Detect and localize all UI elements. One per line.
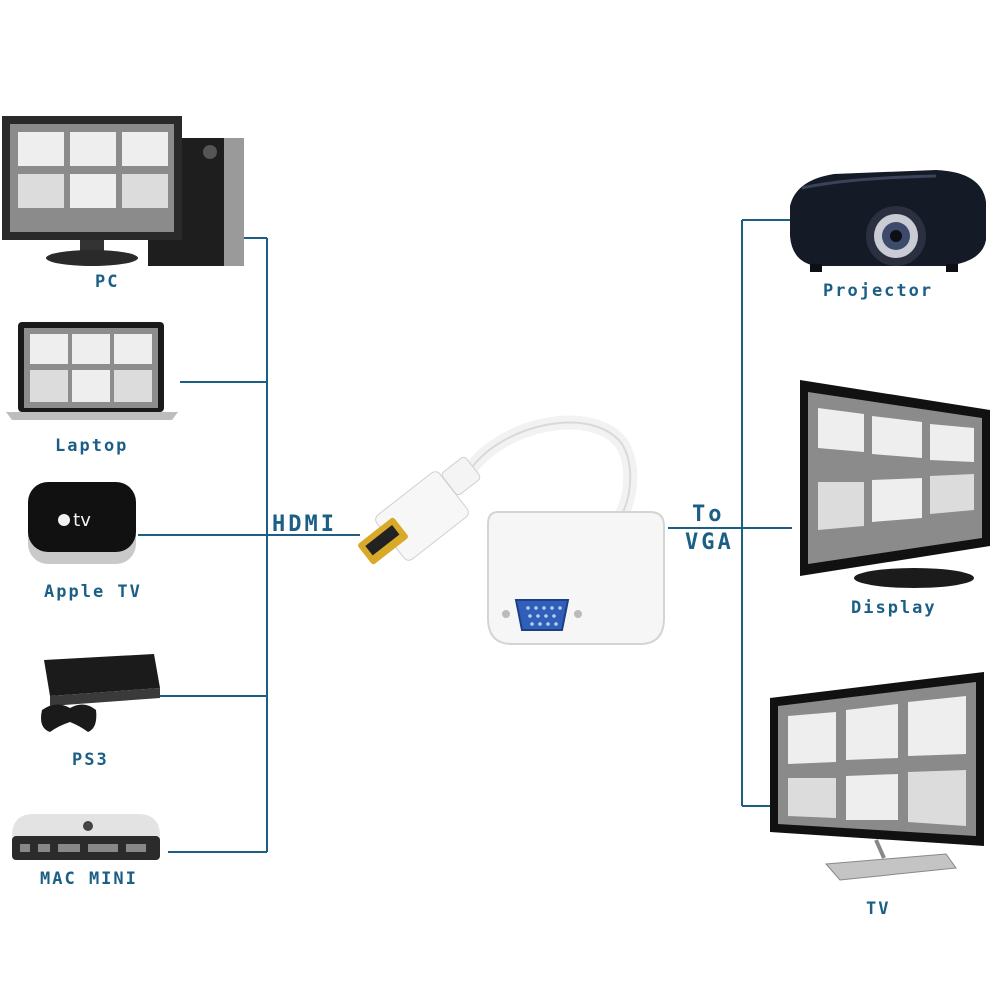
ps3-label: PS3 <box>72 750 109 770</box>
mac-mini-icon <box>12 814 160 860</box>
pc-label: PC <box>95 272 120 292</box>
hdmi-plug-tip <box>358 517 408 565</box>
pc-icon <box>2 116 244 266</box>
apple-tv-logo: tv <box>73 510 91 531</box>
projector-label: Projector <box>823 281 934 301</box>
apple-tv-label: Apple TV <box>44 582 142 602</box>
tv-label: TV <box>866 899 891 919</box>
apple-tv-icon: tv <box>28 482 136 564</box>
display-label: Display <box>851 598 937 618</box>
tv-icon <box>770 672 984 881</box>
hdmi-label: HDMI <box>272 512 337 537</box>
projector-icon <box>790 170 986 272</box>
vga-label: VGA <box>685 530 734 555</box>
laptop-label: Laptop <box>55 436 129 456</box>
vga-port <box>502 599 582 631</box>
display-icon <box>800 380 990 588</box>
laptop-icon <box>6 322 178 420</box>
mac-mini-label: MAC MINI <box>40 869 138 889</box>
ps3-icon <box>41 654 160 732</box>
to-label: To <box>692 502 725 527</box>
hdmi-to-vga-adapter <box>358 415 665 645</box>
